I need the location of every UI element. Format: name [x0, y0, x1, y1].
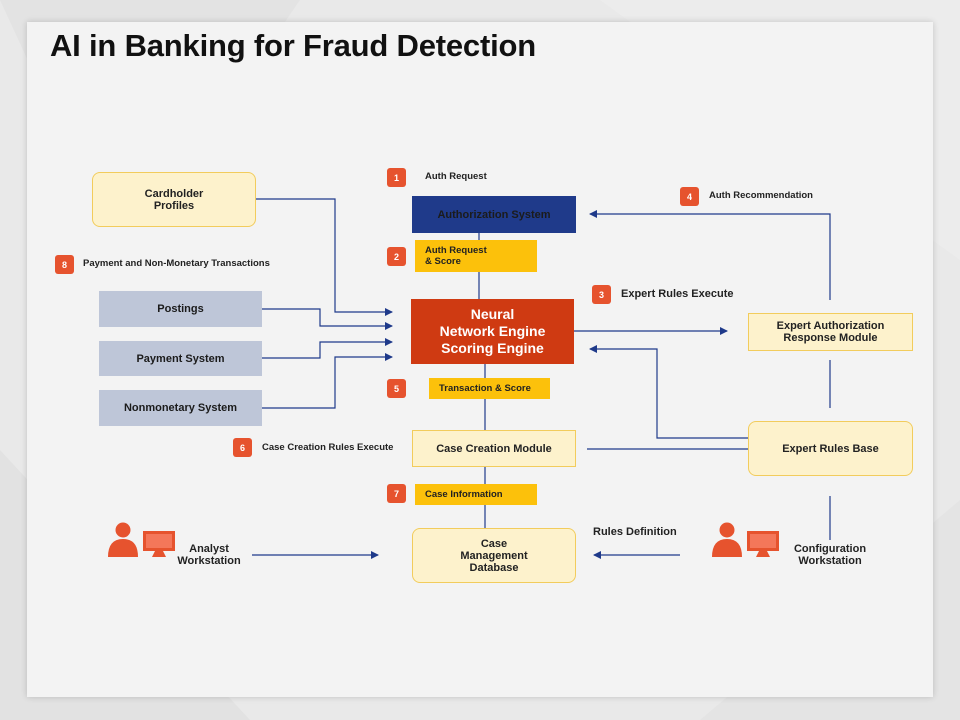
step8-badge: 8: [55, 255, 74, 274]
step1-label: Auth Request: [425, 171, 487, 182]
step5-label-box: Transaction & Score: [429, 378, 550, 399]
case-management-database-box: Case Management Database: [412, 528, 576, 583]
step1-badge: 1: [387, 168, 406, 187]
payment-system-box: Payment System: [99, 341, 262, 376]
step4-label: Auth Recommendation: [709, 190, 813, 201]
analyst-workstation-label: Analyst Workstation: [177, 543, 241, 567]
step2-badge: 2: [387, 247, 406, 266]
rules-definition-label: Rules Definition: [593, 526, 677, 538]
configuration-workstation-icon: [712, 522, 779, 557]
step7-label-box: Case Information: [415, 484, 537, 505]
step7-badge: 7: [387, 484, 406, 503]
step3-badge: 3: [592, 285, 611, 304]
connector-cardholder-neural: [256, 198, 393, 316]
connector-expertauth-authorization: [589, 210, 831, 300]
postings-box: Postings: [99, 291, 262, 327]
step6-badge: 6: [233, 438, 252, 457]
expert-rules-base-box: Expert Rules Base: [748, 421, 913, 476]
analyst-workstation-icon: [108, 522, 175, 557]
authorization-system-box: Authorization System: [412, 196, 576, 233]
neural-network-engine-box: Neural Network Engine Scoring Engine: [411, 299, 574, 364]
connector-rules-neural: [589, 345, 749, 439]
expert-authorization-response-box: Expert Authorization Response Module: [748, 313, 913, 351]
step4-badge: 4: [680, 187, 699, 206]
step8-label: Payment and Non-Monetary Transactions: [83, 258, 270, 269]
nonmonetary-system-box: Nonmonetary System: [99, 390, 262, 426]
connector-nonmonetary-neural: [262, 353, 393, 409]
configuration-workstation-label: Configuration Workstation: [793, 543, 867, 567]
step6-label: Case Creation Rules Execute: [262, 442, 394, 453]
step3-label: Expert Rules Execute: [621, 288, 734, 300]
connector-payment-neural: [262, 338, 393, 359]
connector-postings-neural: [262, 308, 393, 330]
step5-badge: 5: [387, 379, 406, 398]
page-title: AI in Banking for Fraud Detection: [50, 28, 536, 63]
cardholder-profiles-box: Cardholder Profiles: [92, 172, 256, 227]
step2-label-box: Auth Request & Score: [415, 240, 537, 272]
case-creation-module-box: Case Creation Module: [412, 430, 576, 467]
